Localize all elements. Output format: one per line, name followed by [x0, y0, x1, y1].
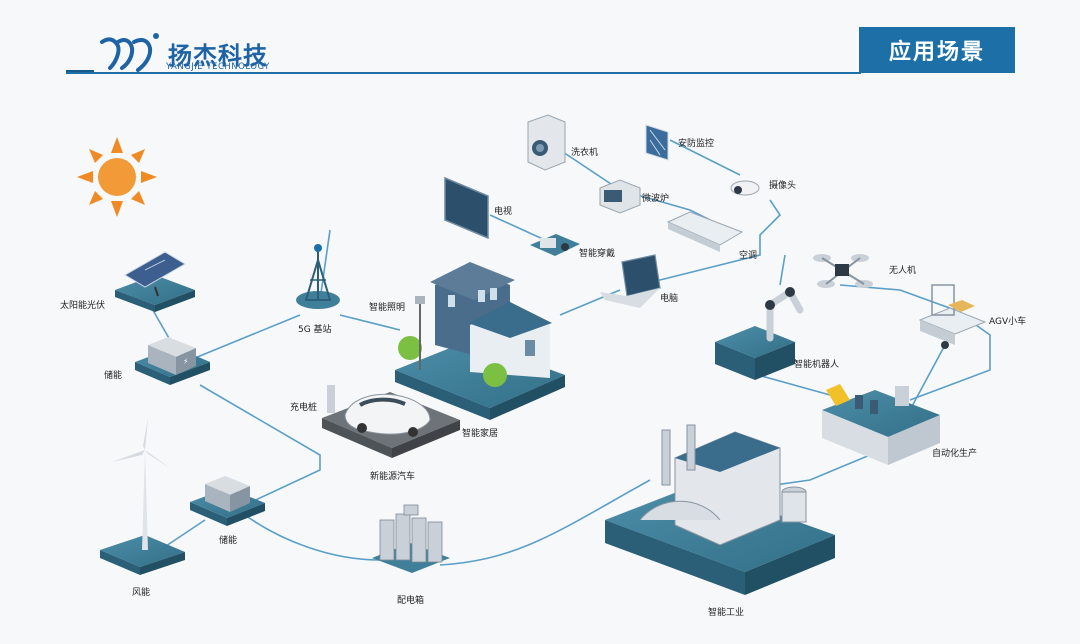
label-camera: 摄像头 [769, 181, 797, 191]
washing-machine-icon [527, 114, 566, 171]
storage-1-icon: ⚡ [135, 337, 210, 385]
drone-icon [813, 254, 873, 288]
label-air-conditioner: 空调 [739, 251, 758, 261]
solar-pv-icon [115, 251, 195, 312]
computer-icon [600, 254, 661, 308]
yj-logo-icon [100, 33, 159, 72]
agv-icon [918, 284, 987, 349]
label-charging-pile: 充电桩 [290, 403, 318, 413]
microwave-icon [599, 179, 641, 214]
label-new-energy-vehicle: 新能源汽车 [370, 472, 416, 482]
label-smart-wearable: 智能穿戴 [579, 249, 616, 259]
tv-icon [444, 176, 489, 240]
connection-lines [149, 139, 991, 566]
label-security-monitoring: 安防监控 [678, 139, 715, 149]
label-tv: 电视 [494, 207, 513, 217]
distribution-box-icon [372, 504, 450, 573]
smart-robot-icon [715, 287, 804, 380]
label-smart-robot: 智能机器人 [794, 360, 840, 370]
brand-name-en: YANGJIE TECHNOLOGY [166, 62, 270, 72]
camera-icon [730, 180, 760, 196]
label-washing-machine: 洗衣机 [571, 148, 599, 158]
header-divider [66, 72, 861, 74]
security-monitor-icon [645, 124, 669, 161]
label-smart-lighting: 智能照明 [369, 303, 406, 313]
label-auto-production: 自动化生产 [932, 449, 978, 459]
label-solar-pv: 太阳能光伏 [60, 301, 106, 311]
label-smart-home: 智能家居 [462, 429, 499, 439]
base-station-icon [296, 244, 340, 309]
label-microwave: 微波炉 [642, 194, 670, 204]
smart-industry-icon [605, 424, 835, 595]
label-agv: AGV小车 [989, 317, 1027, 327]
brand-name-cn: 扬杰科技 [168, 42, 268, 70]
air-conditioner-icon [666, 211, 744, 252]
ev-charging-icon [322, 385, 460, 458]
label-wind-power: 风能 [132, 588, 151, 598]
label-base-station: 5G 基站 [298, 325, 332, 335]
label-computer: 电脑 [660, 294, 679, 304]
sun-icon [77, 137, 157, 217]
smart-home-icon [395, 262, 565, 420]
label-distribution-box: 配电箱 [397, 596, 425, 606]
storage-2-icon [190, 476, 265, 526]
label-drone: 无人机 [889, 266, 917, 276]
label-smart-industry: 智能工业 [708, 608, 745, 618]
label-storage-2: 储能 [219, 536, 238, 546]
section-tag: 应用场景 [859, 27, 1015, 73]
label-storage-1: 储能 [104, 371, 123, 381]
auto-production-icon [822, 384, 940, 465]
wind-turbine-icon [100, 418, 185, 575]
svg-text:⚡: ⚡ [183, 357, 189, 366]
smart-wearable-icon [530, 234, 580, 256]
